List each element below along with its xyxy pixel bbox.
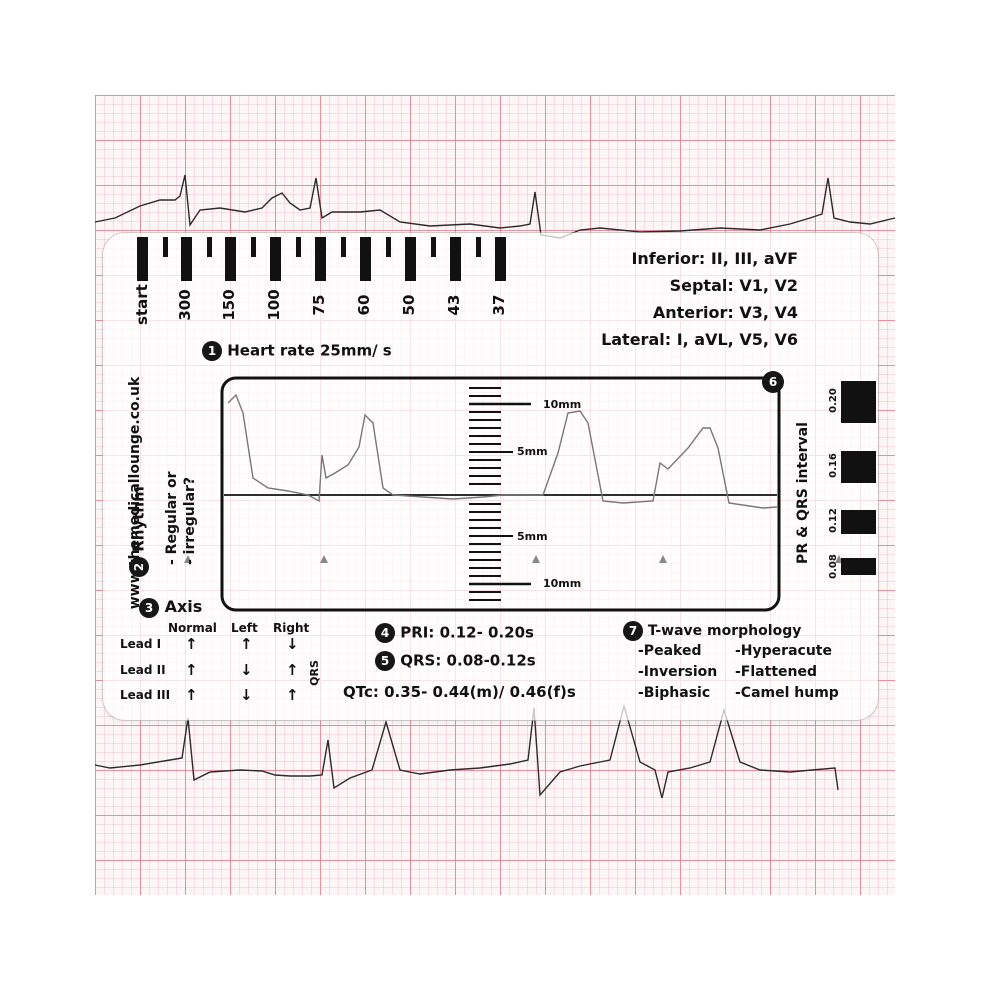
step-4-pri: 4 PRI: 0.12- 0.20s: [375, 623, 534, 643]
arrow-ii-normal-icon: ↑: [185, 661, 198, 679]
step-1-badge: 1: [202, 341, 222, 361]
qrs-duration-label: QRS: 0.08-0.12s: [400, 651, 536, 670]
ruler-start-label: start: [133, 284, 151, 325]
pri-label: PRI: 0.12- 0.20s: [400, 623, 534, 642]
interval-label-020: 0.20: [827, 388, 839, 413]
step-3-axis: 3 Axis: [139, 597, 202, 618]
step-6-badge: 6: [762, 371, 784, 393]
interval-blocks: [841, 381, 876, 575]
lead-iii-label: Lead III: [120, 688, 171, 702]
region-septal: Septal: V1, V2: [669, 276, 798, 295]
step-5-qrs: 5 QRS: 0.08-0.12s: [375, 651, 536, 671]
step-4-badge: 4: [375, 623, 395, 643]
qtc-label: QTc: 0.35- 0.44(m)/ 0.46(f)s: [343, 683, 576, 701]
step-5-badge: 5: [375, 651, 395, 671]
step-3-badge: 3: [139, 597, 159, 618]
step-2-badge: 2: [129, 557, 149, 577]
qrs-label: QRS: [308, 660, 321, 686]
step-7-badge: 7: [623, 621, 643, 641]
hr-label-75: 75: [310, 294, 328, 316]
scale-10mm-bottom: 10mm: [543, 577, 582, 590]
region-inferior: Inferior: II, III, aVF: [631, 249, 798, 268]
axis-header-right: Right: [273, 621, 310, 635]
ecg-trace-bottom: [94, 703, 839, 799]
hr-label-150: 150: [220, 289, 238, 321]
arrow-ii-left-icon: ↓: [240, 661, 253, 679]
arrow-i-right-icon: ↓: [286, 635, 299, 653]
lead-regions: Inferior: II, III, aVF Septal: V1, V2 An…: [538, 249, 798, 369]
hr-label-60: 60: [355, 294, 373, 316]
mm-scale: [469, 387, 531, 601]
arrow-iii-normal-icon: ↑: [185, 686, 198, 704]
step-1-heart-rate: 1 Heart rate 25mm/ s: [202, 341, 392, 361]
arrow-ii-right-icon: ↑: [286, 661, 299, 679]
twave-title: T-wave morphology: [647, 623, 802, 639]
rhythm-markers: [184, 555, 843, 563]
rhythm-window-trace: [227, 393, 778, 509]
twave-flattened: -Flattened: [735, 664, 817, 680]
region-lateral: Lateral: I, aVL, V5, V6: [601, 330, 798, 349]
step-2-rhythm: 2 Rhythm: [129, 407, 151, 577]
hr-label-100: 100: [265, 289, 283, 321]
axis-title: Axis: [164, 597, 203, 616]
arrow-i-left-icon: ↑: [240, 635, 253, 653]
hr-label-37: 37: [490, 294, 508, 316]
scale-5mm-bottom: 5mm: [517, 530, 548, 543]
hr-label-300: 300: [176, 289, 194, 321]
ecg-trace-top: [94, 174, 896, 239]
scale-5mm-top: 5mm: [517, 445, 548, 458]
lead-ii-label: Lead II: [120, 663, 166, 677]
card-graphics: [137, 237, 876, 612]
interval-label-008: 0.08: [827, 554, 839, 579]
arrow-i-normal-icon: ↑: [185, 635, 198, 653]
rhythm-question: - Regular or - irregular?: [163, 385, 199, 566]
rhythm-title: Rhythm: [129, 486, 148, 552]
heart-rate-ruler-bars: [137, 237, 506, 281]
twave-biphasic: -Biphasic: [638, 685, 711, 701]
arrow-iii-right-icon: ↑: [286, 686, 299, 704]
heart-rate-label: Heart rate 25mm/ s: [227, 341, 392, 360]
interval-label-016: 0.16: [827, 453, 839, 478]
twave-camel-hump: -Camel hump: [735, 685, 839, 701]
hr-label-50: 50: [400, 294, 418, 316]
interval-title: PR & QRS interval: [795, 422, 811, 564]
axis-header-left: Left: [231, 621, 258, 635]
twave-hyperacute: -Hyperacute: [735, 643, 832, 659]
axis-header-normal: Normal: [168, 621, 217, 635]
rhythm-window-frame: [220, 376, 781, 612]
step-7-twave: 7 T-wave morphology: [623, 621, 801, 641]
interval-label-012: 0.12: [827, 508, 839, 533]
scale-10mm-top: 10mm: [543, 398, 582, 411]
twave-peaked: -Peaked: [638, 643, 702, 659]
rhythm-line-1: - Regular or: [164, 471, 180, 566]
ecg-ruler-card: 6 www.themedicallounge.co.uk start 300 1…: [103, 233, 878, 720]
rhythm-line-2: - irregular?: [182, 476, 198, 565]
arrow-iii-left-icon: ↓: [240, 686, 253, 704]
twave-inversion: -Inversion: [638, 664, 718, 680]
region-anterior: Anterior: V3, V4: [652, 303, 798, 322]
lead-i-label: Lead I: [120, 637, 162, 651]
hr-label-43: 43: [445, 294, 463, 316]
